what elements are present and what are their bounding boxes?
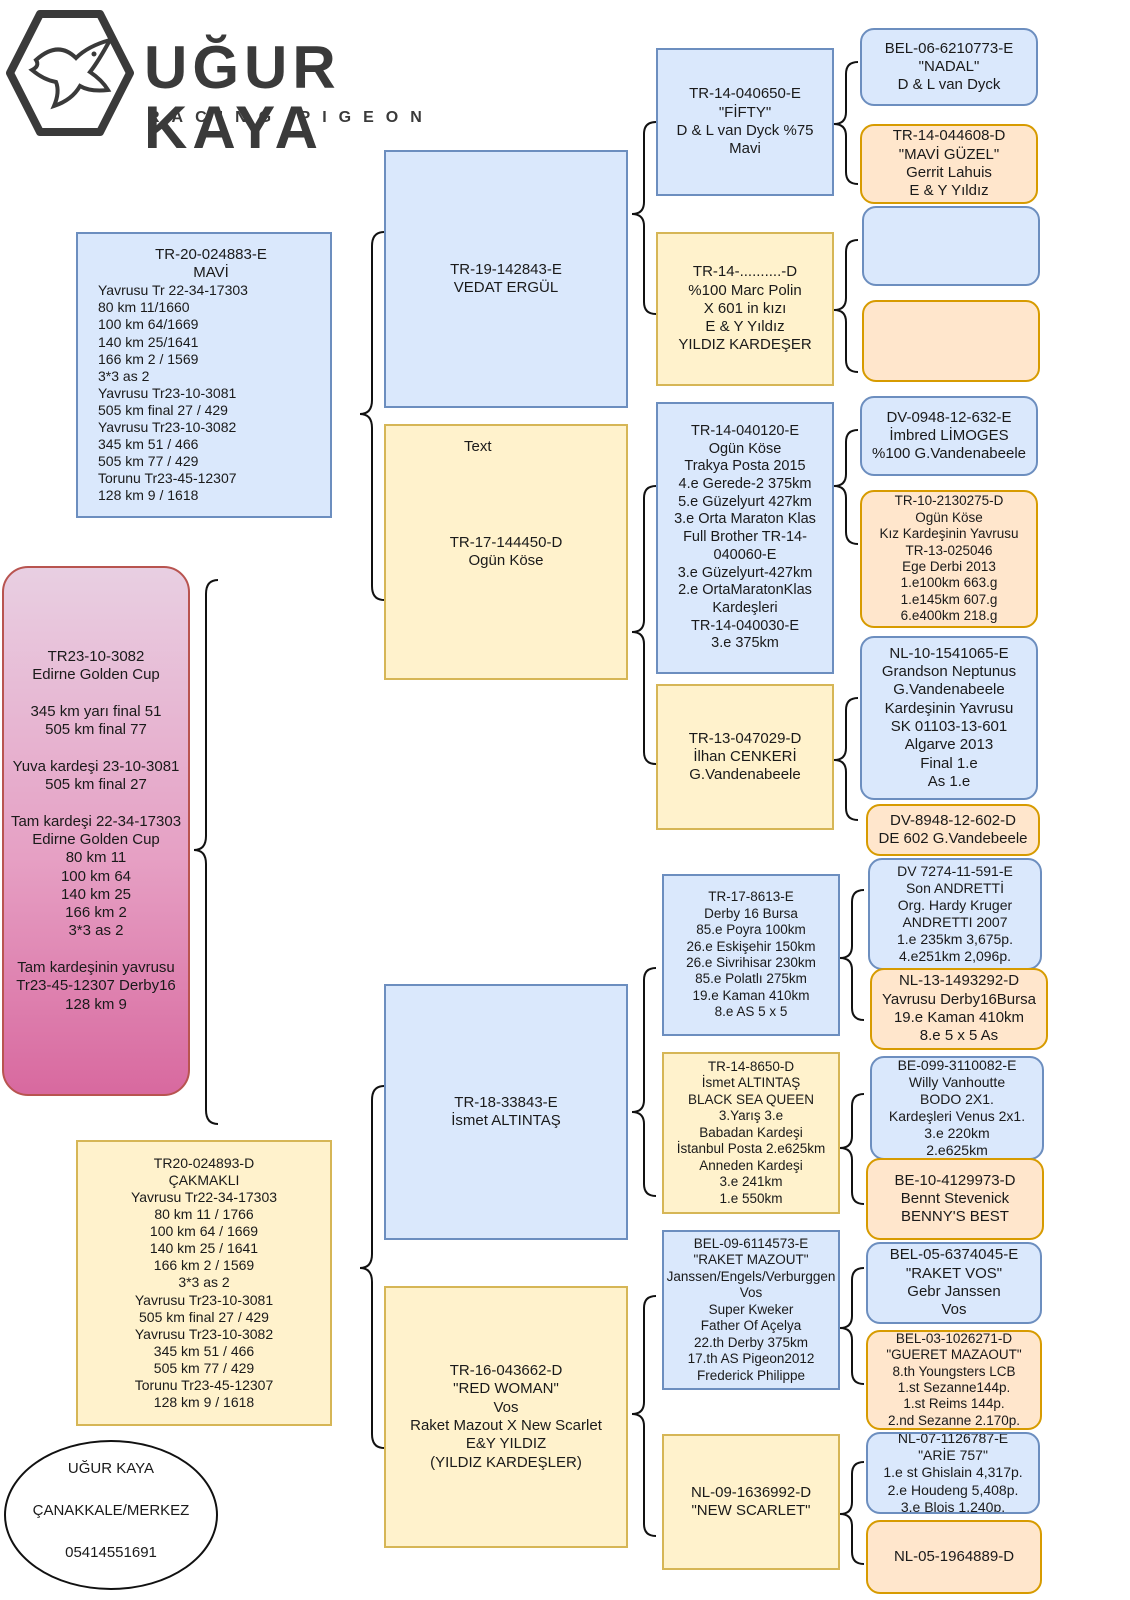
bracket-mm	[631, 1295, 657, 1537]
dam-dam-text: TR-16-043662-D "RED WOMAN" Vos Raket Maz…	[410, 1362, 602, 1471]
gen3-text-b: TR-14-..........-D %100 Marc Polin X 601…	[678, 263, 812, 354]
bracket-b	[833, 239, 859, 373]
gen3-text-c: TR-14-040120-E Ogün Köse Trakya Posta 20…	[674, 423, 816, 652]
gen4-box-d2: DV-8948-12-602-D DE 602 G.Vandebeele	[866, 804, 1040, 856]
bracket-father	[359, 231, 385, 601]
logo-subtitle: RACING PIGEON	[148, 109, 434, 126]
gen3-box-a: TR-14-040650-E "FİFTY" D & L van Dyck %7…	[656, 48, 834, 196]
gen3-box-c: TR-14-040120-E Ogün Köse Trakya Posta 20…	[656, 402, 834, 674]
father-title: TR-20-024883-E MAVİ	[155, 245, 267, 281]
gen4-box-c1: DV-0948-12-632-E İmbred LİMOGES %100 G.V…	[860, 396, 1038, 476]
contact-name: UĞUR KAYA	[67, 1460, 155, 1477]
gen4-text-c2: TR-10-2130275-D Ogün Köse Kız Kardeşinin…	[879, 493, 1019, 624]
gen4-text-e1: DV 7274-11-591-E Son ANDRETTİ Org. Hardy…	[897, 862, 1013, 965]
gen4-text-a2: TR-14-044608-D "MAVİ GÜZEL" Gerrit Lahui…	[892, 127, 1006, 200]
bracket-mf	[631, 967, 657, 1197]
mother-text: TR20-024893-D ÇAKMAKLI Yavrusu Tr22-34-1…	[130, 1154, 278, 1410]
dam-dam-box: TR-16-043662-D "RED WOMAN" Vos Raket Maz…	[384, 1286, 628, 1548]
gen4-text-f2: BE-10-4129973-D Bennt Stevenick BENNY'S …	[894, 1171, 1016, 1226]
gen3-text-f: TR-14-8650-D İsmet ALTINTAŞ BLACK SEA QU…	[676, 1058, 826, 1206]
gen4-text-h2: NL-05-1964889-D	[893, 1547, 1015, 1565]
gen4-text-c1: DV-0948-12-632-E İmbred LİMOGES %100 G.V…	[871, 408, 1026, 463]
gen4-text-a1: BEL-06-6210773-E "NADAL" D & L van Dyck	[884, 39, 1014, 94]
sire-sire-box: TR-19-142843-E VEDAT ERGÜL	[384, 150, 628, 408]
gen4-box-e2: NL-13-1493292-D Yavrusu Derby16Bursa 19.…	[870, 968, 1048, 1050]
logo: UĞUR KAYA RACING PIGEON	[6, 10, 496, 158]
bracket-a	[833, 61, 859, 185]
gen3-box-g: BEL-09-6114573-E "RAKET MAZOUT" Janssen/…	[662, 1230, 840, 1390]
logo-name: UĞUR KAYA	[144, 34, 341, 161]
gen3-text-h: NL-09-1636992-D "NEW SCARLET"	[690, 1483, 812, 1519]
gen4-box-f1: BE-099-3110082-E Willy Vanhoutte BODO 2X…	[870, 1056, 1044, 1160]
gen4-text-d1: NL-10-1541065-E Grandson Neptunus G.Vand…	[881, 644, 1017, 790]
bracket-h	[839, 1461, 865, 1565]
gen3-text-e: TR-17-8613-E Derby 16 Bursa 85.e Poyra 1…	[686, 889, 816, 1020]
bracket-e	[839, 889, 865, 1021]
gen4-text-d2: DV-8948-12-602-D DE 602 G.Vandebeele	[878, 811, 1028, 847]
bracket-d	[833, 697, 859, 821]
sire-sire-text: TR-19-142843-E VEDAT ERGÜL	[450, 260, 562, 296]
gen4-box-g2: BEL-03-1026271-D "GUERET MAZAOUT" 8.th Y…	[866, 1330, 1042, 1430]
gen3-box-f: TR-14-8650-D İsmet ALTINTAŞ BLACK SEA QU…	[662, 1052, 840, 1214]
gen4-text-h1: NL-07-1126787-E "ARİE 757" 1.e st Ghisla…	[883, 1432, 1023, 1514]
gen3-box-d: TR-13-047029-D İlhan CENKERİ G.Vandenabe…	[656, 684, 834, 830]
dam-sire-text: TR-18-33843-E İsmet ALTINTAŞ	[451, 1093, 561, 1129]
main-pigeon-box: TR23-10-3082 Edirne Golden Cup 345 km ya…	[2, 566, 190, 1096]
gen4-text-g2: BEL-03-1026271-D "GUERET MAZAOUT" 8.th Y…	[886, 1330, 1022, 1428]
father-box: TR-20-024883-E MAVİ Yavrusu Tr 22-34-173…	[76, 232, 332, 518]
gen4-box-c2: TR-10-2130275-D Ogün Köse Kız Kardeşinin…	[860, 490, 1038, 628]
bracket-ff	[631, 121, 657, 315]
mother-box: TR20-024893-D ÇAKMAKLI Yavrusu Tr22-34-1…	[76, 1140, 332, 1426]
gen4-box-a1: BEL-06-6210773-E "NADAL" D & L van Dyck	[860, 28, 1038, 106]
bracket-main	[193, 579, 219, 1125]
gen4-box-h1: NL-07-1126787-E "ARİE 757" 1.e st Ghisla…	[866, 1432, 1040, 1514]
gen4-box-b1	[862, 206, 1040, 286]
gen3-box-h: NL-09-1636992-D "NEW SCARLET"	[662, 1434, 840, 1570]
gen3-text-g: BEL-09-6114573-E "RAKET MAZOUT" Janssen/…	[666, 1235, 836, 1383]
dam-sire-box: TR-18-33843-E İsmet ALTINTAŞ	[384, 984, 628, 1240]
gen4-text-f1: BE-099-3110082-E Willy Vanhoutte BODO 2X…	[888, 1056, 1026, 1159]
gen4-text-e2: NL-13-1493292-D Yavrusu Derby16Bursa 19.…	[882, 972, 1036, 1045]
gen3-box-b: TR-14-..........-D %100 Marc Polin X 601…	[656, 232, 834, 386]
gen4-box-e1: DV 7274-11-591-E Son ANDRETTİ Org. Hardy…	[868, 858, 1042, 970]
gen4-box-g1: BEL-05-6374045-E "RAKET VOS" Gebr Jansse…	[866, 1242, 1042, 1324]
pigeon-logo-icon	[6, 10, 134, 136]
bracket-g	[839, 1267, 865, 1385]
placeholder-text: Text	[464, 438, 492, 455]
main-pigeon-text: TR23-10-3082 Edirne Golden Cup 345 km ya…	[10, 648, 182, 1013]
gen4-box-d1: NL-10-1541065-E Grandson Neptunus G.Vand…	[860, 636, 1038, 800]
gen4-text-g1: BEL-05-6374045-E "RAKET VOS" Gebr Jansse…	[889, 1246, 1019, 1319]
contact-ellipse: UĞUR KAYA ÇANAKKALE/MERKEZ 05414551691	[4, 1440, 218, 1590]
gen3-box-e: TR-17-8613-E Derby 16 Bursa 85.e Poyra 1…	[662, 874, 840, 1036]
father-results: Yavrusu Tr 22-34-17303 80 km 11/1660 100…	[98, 282, 248, 504]
sire-dam-text: TR-17-144450-D Ogün Köse	[449, 533, 563, 569]
bracket-fm	[631, 485, 657, 765]
contact-city: ÇANAKKALE/MERKEZ	[32, 1502, 190, 1519]
bracket-mother	[359, 1085, 385, 1449]
contact-phone: 05414551691	[65, 1544, 157, 1561]
gen4-box-a2: TR-14-044608-D "MAVİ GÜZEL" Gerrit Lahui…	[860, 124, 1038, 204]
gen4-box-b2	[862, 300, 1040, 382]
bracket-c	[833, 429, 859, 545]
gen4-box-f2: BE-10-4129973-D Bennt Stevenick BENNY'S …	[866, 1158, 1044, 1240]
sire-dam-box: Text TR-17-144450-D Ogün Köse	[384, 424, 628, 680]
gen4-box-h2: NL-05-1964889-D	[866, 1520, 1042, 1594]
bracket-f	[839, 1093, 865, 1205]
gen3-text-d: TR-13-047029-D İlhan CENKERİ G.Vandenabe…	[688, 729, 802, 784]
gen3-text-a: TR-14-040650-E "FİFTY" D & L van Dyck %7…	[676, 85, 814, 158]
